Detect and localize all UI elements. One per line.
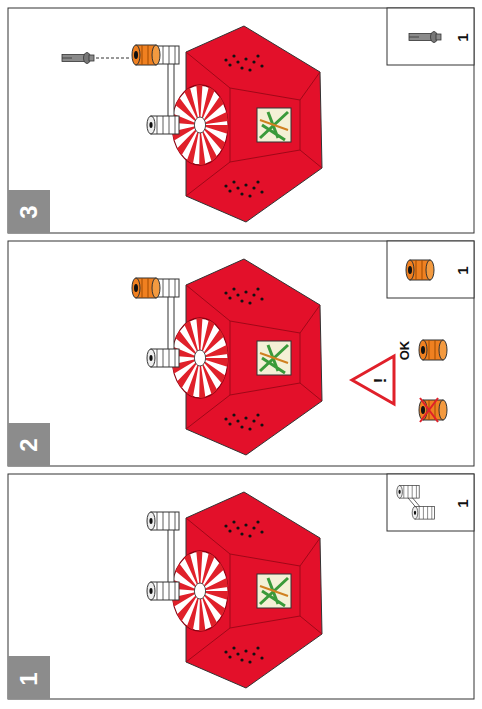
step-number: 2: [17, 438, 41, 451]
warning-mark: !: [372, 377, 389, 383]
part-count: 1: [455, 266, 470, 274]
part-count: 1: [455, 499, 470, 507]
part-count: 1: [455, 33, 470, 41]
step-number: 3: [17, 205, 41, 218]
step-number: 1: [17, 672, 41, 685]
ok-mark: OK: [399, 340, 412, 360]
